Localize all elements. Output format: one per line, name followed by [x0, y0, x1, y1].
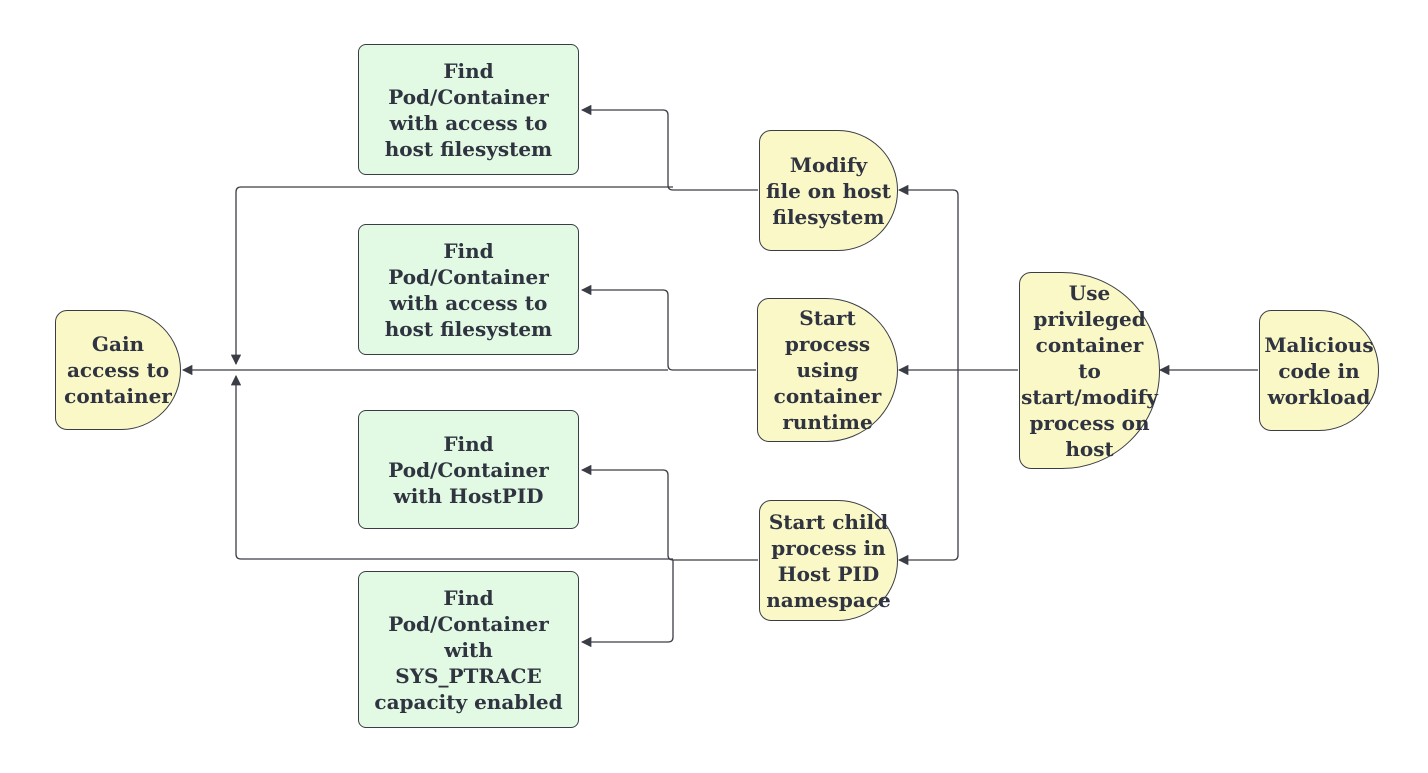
- node-find-hostfs-1-label: Find Pod/Container with access to host f…: [384, 58, 553, 161]
- node-use-privileged: Use privileged container to start/modify…: [1019, 272, 1160, 469]
- edge-privileged-to-modify: [897, 184, 959, 370]
- node-start-process-runtime: Start process using container runtime: [757, 298, 898, 442]
- node-start-child-process: Start child process in Host PID namespac…: [759, 500, 898, 621]
- node-find-hostfs-2-label: Find Pod/Container with access to host f…: [384, 238, 553, 341]
- node-modify-file-label: Modify file on host filesystem: [765, 152, 892, 229]
- node-gain-access: Gain access to container: [55, 310, 181, 430]
- node-malicious-code: Malicious code in workload: [1259, 310, 1379, 431]
- edge-child-to-find-hostpid: [580, 464, 758, 561]
- node-use-privileged-label: Use privileged container to start/modify…: [1021, 280, 1158, 461]
- edge-child-to-find-sysptrace: [580, 560, 674, 648]
- edge-privileged-to-child: [897, 370, 959, 566]
- edge-modify-to-find-hostfs-1: [580, 104, 758, 191]
- node-find-sysptrace: Find Pod/Container with SYS_PTRACE capac…: [358, 571, 579, 728]
- node-malicious-code-label: Malicious code in workload: [1264, 332, 1374, 409]
- node-gain-access-label: Gain access to container: [64, 332, 172, 408]
- node-find-hostfs-1: Find Pod/Container with access to host f…: [358, 44, 579, 175]
- node-modify-file: Modify file on host filesystem: [759, 130, 898, 251]
- node-find-hostpid: Find Pod/Container with HostPID: [358, 410, 579, 529]
- node-find-hostpid-label: Find Pod/Container with HostPID: [388, 431, 549, 508]
- node-find-sysptrace-label: Find Pod/Container with SYS_PTRACE capac…: [374, 585, 563, 714]
- edge-child-to-gain-access: [230, 374, 673, 560]
- node-find-hostfs-2: Find Pod/Container with access to host f…: [358, 224, 579, 355]
- node-start-process-runtime-label: Start process using container runtime: [773, 306, 882, 434]
- edge-modify-to-gain-access: [230, 186, 673, 366]
- edge-runtime-to-find-hostfs-2: [580, 284, 756, 371]
- node-start-child-process-label: Start child process in Host PID namespac…: [766, 509, 891, 612]
